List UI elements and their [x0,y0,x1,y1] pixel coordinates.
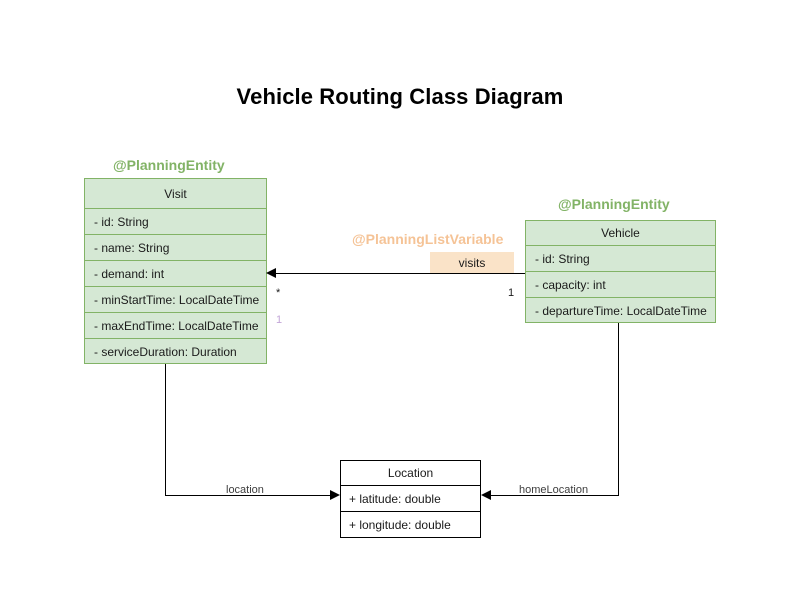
edge-visits-line [275,273,525,274]
class-name-vehicle: Vehicle [526,221,715,246]
class-attribute: + latitude: double [341,486,480,512]
annotation-planning-list-variable: @PlanningListVariable [352,231,504,247]
class-attribute: - id: String [85,209,266,235]
class-name-location: Location [341,461,480,486]
class-name-visit: Visit [85,179,266,209]
class-attribute: - capacity: int [526,272,715,298]
edge-home-location-arrowhead-icon [481,490,491,500]
edge-location-horizontal [165,495,331,496]
class-box-visit[interactable]: Visit - id: String - name: String - dema… [84,178,267,364]
association-label-location: location [226,484,264,496]
multiplicity-vehicle-side: 1 [508,287,515,299]
class-attribute: - name: String [85,235,266,261]
class-attribute: + longitude: double [349,518,451,532]
class-box-location[interactable]: Location + latitude: double + longitude:… [340,460,481,538]
class-attribute: - serviceDuration: Duration [94,345,237,359]
class-box-vehicle[interactable]: Vehicle - id: String - capacity: int - d… [525,220,716,323]
edge-visits-arrowhead-icon [266,268,276,278]
edge-home-location-vertical [618,323,619,495]
association-label-home-location: homeLocation [519,484,589,496]
annotation-vehicle-planning-entity: @PlanningEntity [558,196,670,212]
page-title: Vehicle Routing Class Diagram [236,84,564,109]
class-attribute: - id: String [526,246,715,272]
class-attribute: - maxEndTime: LocalDateTime [85,313,266,339]
class-attribute: - departureTime: LocalDateTime [535,304,707,318]
edge-location-arrowhead-icon [330,490,340,500]
edge-home-location-horizontal [491,495,619,496]
edge-location-vertical [165,364,166,495]
class-attribute: - minStartTime: LocalDateTime [85,287,266,313]
multiplicity-visit-extra: 1 [276,314,283,326]
multiplicity-visit-side: * [276,287,281,299]
annotation-visit-planning-entity: @PlanningEntity [113,157,225,173]
class-attribute: - demand: int [85,261,266,287]
association-label-visits: visits [430,252,514,274]
